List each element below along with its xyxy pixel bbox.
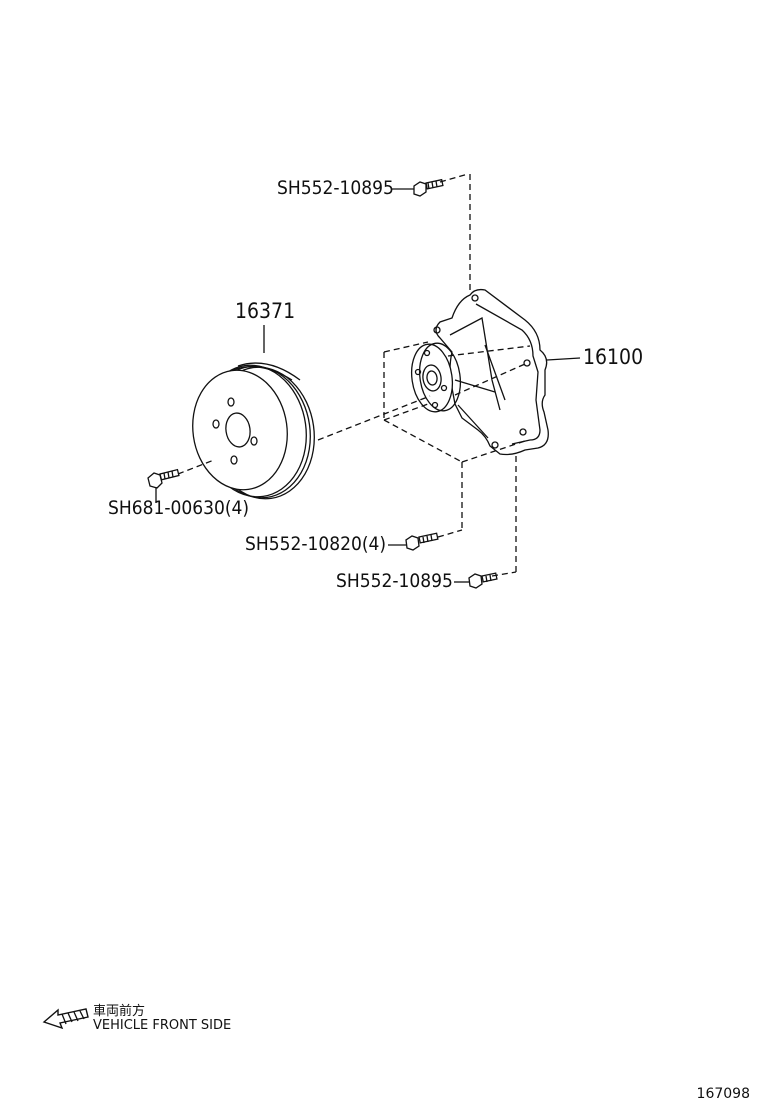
vehicle-front-label-jp: 車両前方 bbox=[93, 1004, 146, 1019]
part-label-water-pump[interactable]: 16100 bbox=[583, 345, 644, 369]
bolt-pulley-drawing bbox=[147, 468, 180, 503]
part-label-bolt-top[interactable]: SH552-10895 bbox=[277, 177, 394, 199]
bolt-bottom-drawing bbox=[454, 572, 498, 589]
alignment-lines bbox=[177, 173, 531, 577]
part-label-pulley[interactable]: 16371 bbox=[235, 299, 296, 323]
part-label-bolt-pulley[interactable]: SH681-00630(4) bbox=[108, 497, 250, 519]
vehicle-front-arrow-icon bbox=[42, 1008, 89, 1030]
figure-id: 167098 bbox=[696, 1086, 750, 1102]
bolt-middle-drawing bbox=[388, 532, 439, 551]
vehicle-front-label-en: VEHICLE FRONT SIDE bbox=[93, 1018, 232, 1033]
water-pump-drawing bbox=[410, 288, 581, 456]
bolt-top-drawing bbox=[392, 178, 444, 197]
pulley-drawing bbox=[192, 325, 315, 500]
part-label-bolt-bottom[interactable]: SH552-10895 bbox=[336, 570, 453, 592]
part-label-bolt-middle[interactable]: SH552-10820(4) bbox=[245, 533, 387, 555]
